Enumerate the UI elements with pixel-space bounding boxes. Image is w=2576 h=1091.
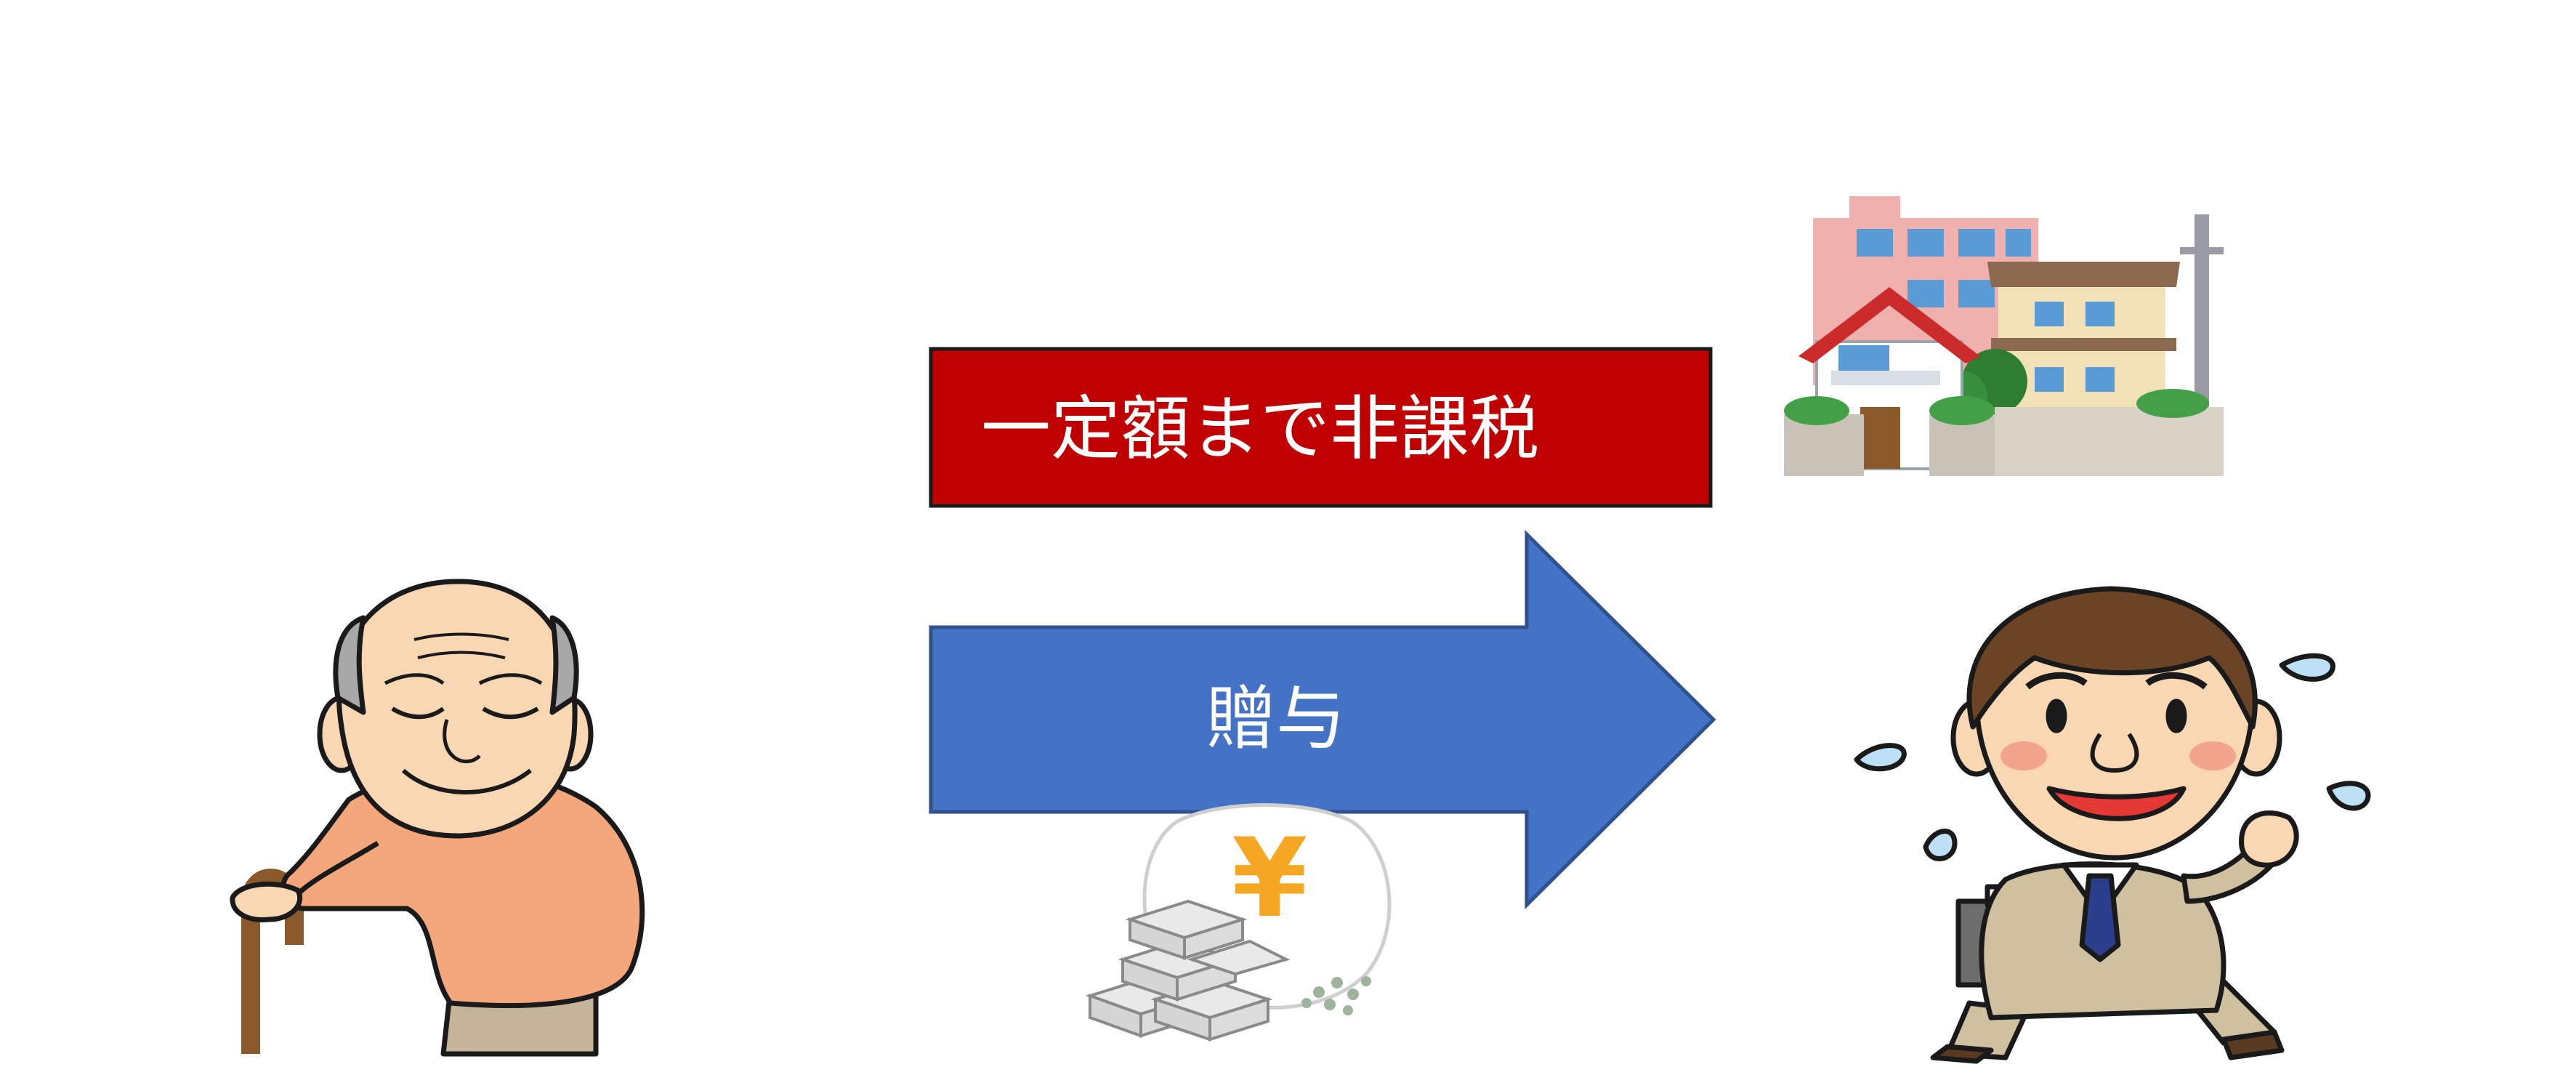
businessman-figure: [1854, 586, 2371, 1064]
gift-arrow: 贈与: [929, 529, 1716, 910]
property-illustration: [1784, 196, 2224, 476]
banner-label: 一定額まで非課税: [981, 388, 1539, 470]
tax-exempt-banner: 一定額まで非課税: [929, 347, 1713, 508]
elderly-man-figure: [230, 579, 645, 1057]
arrow-label: 贈与: [1206, 678, 1346, 760]
money-bag-illustration: ¥: [1085, 803, 1392, 1042]
yen-symbol-icon: ¥: [1232, 816, 1307, 942]
